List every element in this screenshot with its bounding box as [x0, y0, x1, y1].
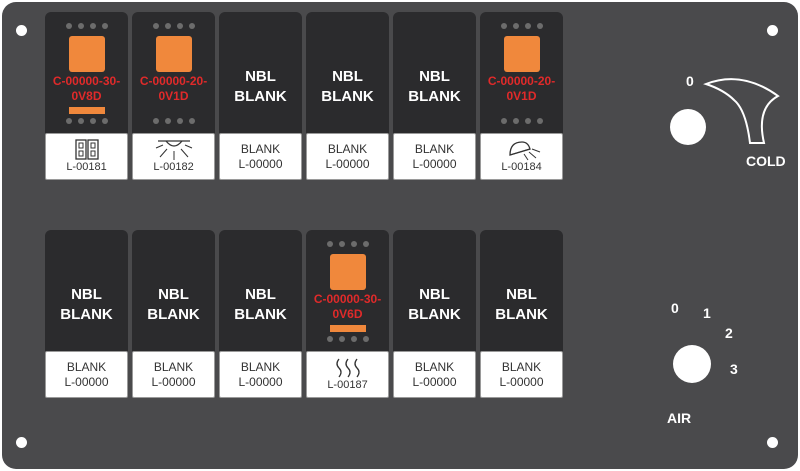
part-code-label: C-00000-20-0V1D	[487, 74, 556, 103]
switch-1[interactable]: C-00000-30-0V8D L-00181	[45, 12, 128, 180]
indicator-dots	[327, 241, 369, 247]
mounting-hole-top-left	[16, 25, 27, 36]
mounting-hole-bottom-left	[16, 437, 27, 448]
temperature-knob[interactable]	[670, 109, 706, 145]
switch-label-card: L-00181	[45, 133, 128, 180]
actuator-button[interactable]	[69, 36, 105, 72]
air-label: AIR	[667, 410, 692, 426]
card-code: L-00000	[412, 374, 457, 389]
dome-light-icon	[154, 139, 194, 161]
spotlight-icon	[502, 139, 542, 161]
part-code-label: C-00000-20-0V1D	[139, 74, 208, 103]
card-code: L-00000	[238, 156, 283, 171]
air-position-3: 3	[730, 361, 738, 377]
card-code: L-00000	[151, 374, 196, 389]
card-text: BLANK	[501, 359, 542, 374]
air-position-0: 0	[671, 300, 679, 316]
card-code: L-00181	[66, 161, 107, 173]
actuator-button[interactable]	[330, 254, 366, 290]
mounting-hole-top-right	[767, 25, 778, 36]
switch-6[interactable]: C-00000-20-0V1D L-00184	[480, 12, 563, 180]
card-code: L-00182	[153, 161, 194, 173]
card-text: BLANK	[414, 141, 455, 156]
air-position-1: 1	[703, 305, 711, 321]
indicator-bar	[330, 325, 366, 332]
card-code: L-00000	[412, 156, 457, 171]
card-code: L-00000	[499, 374, 544, 389]
air-knob[interactable]	[673, 345, 711, 383]
switch-2[interactable]: C-00000-20-0V1D L-00182	[132, 12, 215, 180]
actuator-button[interactable]	[156, 36, 192, 72]
card-text: BLANK	[240, 141, 281, 156]
card-code: L-00000	[64, 374, 109, 389]
part-code-label: C-00000-30-0V8D	[52, 74, 121, 103]
air-position-2: 2	[725, 325, 733, 341]
card-text: BLANK	[240, 359, 281, 374]
indicator-dots	[327, 336, 369, 342]
card-text: BLANK	[153, 359, 194, 374]
indicator-dots	[66, 118, 108, 124]
card-code: L-00000	[325, 156, 370, 171]
card-code: L-00000	[238, 374, 283, 389]
indicator-dots	[501, 23, 543, 29]
indicator-bar	[69, 107, 105, 114]
switch-label-card: L-00187	[306, 351, 389, 398]
temperature-zero-label: 0	[686, 73, 694, 89]
card-code: L-00187	[327, 379, 368, 391]
switch-label-card: L-00182	[132, 133, 215, 180]
card-code: L-00184	[501, 161, 542, 173]
card-text: BLANK	[414, 359, 455, 374]
switch-label-card: L-00184	[480, 133, 563, 180]
actuator-button[interactable]	[504, 36, 540, 72]
part-code-label: C-00000-30-0V6D	[313, 292, 382, 321]
cold-label: COLD	[746, 153, 786, 169]
indicator-dots	[153, 118, 195, 124]
switch-10[interactable]: C-00000-30-0V6D L-00187	[306, 230, 389, 398]
card-text: BLANK	[327, 141, 368, 156]
indicator-dots	[153, 23, 195, 29]
indicator-dots	[66, 23, 108, 29]
dual-outlet-icon	[74, 139, 100, 161]
indicator-dots	[501, 118, 543, 124]
heater-icon	[333, 357, 363, 379]
mounting-hole-bottom-right	[767, 437, 778, 448]
card-text: BLANK	[66, 359, 107, 374]
